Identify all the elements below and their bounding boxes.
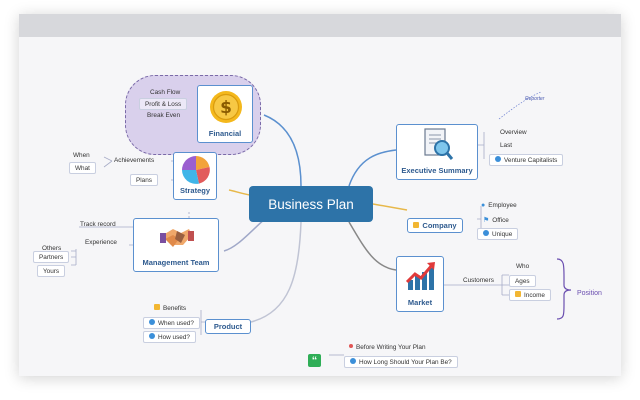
document-search-icon [424,128,454,160]
flag-icon: ⚑ [483,217,490,224]
info-icon [149,319,155,326]
topic-market-title: Market [407,298,433,307]
experience-child-yours[interactable]: Yours [37,265,66,277]
topic-market[interactable]: Market [396,256,444,312]
market-item-income[interactable]: Income [509,289,551,301]
priority-icon [349,344,353,349]
financial-item-break-even[interactable]: Break Even [147,112,181,119]
achievements-child-when[interactable]: When [73,152,90,159]
topic-product[interactable]: Product [205,319,251,334]
topic-financial[interactable]: $ Financial [197,85,253,143]
topic-financial-title: Financial [208,129,242,138]
note-item-how-long[interactable]: How Long Should Your Plan Be? [344,356,458,368]
product-item-when-used[interactable]: When used? [143,317,200,329]
info-icon [495,156,501,163]
app-window: $ Financial Cash Flow Profit & Loss Brea… [19,14,621,376]
topic-management-title: Management Team [142,258,210,267]
flag-icon [413,222,420,229]
topic-company[interactable]: Company [407,218,463,233]
topic-strategy-title: Strategy [179,186,210,195]
topic-executive-summary[interactable]: Executive Summary [396,124,478,180]
sticky-icon [515,291,521,298]
company-item-employee[interactable]: ●Employee [481,202,517,209]
market-item-customers[interactable]: Customers [463,277,494,284]
experience-child-partners[interactable]: Partners [33,251,70,263]
topic-product-title: Product [213,322,243,331]
handshake-icon [160,229,194,247]
mindmap-canvas[interactable]: $ Financial Cash Flow Profit & Loss Brea… [19,37,621,376]
trend-chart-icon [405,262,435,290]
financial-item-cash-flow[interactable]: Cash Flow [150,89,181,96]
strategy-item-achievements[interactable]: Achievements [114,157,155,164]
market-item-who[interactable]: Who [516,263,530,270]
pie-chart-icon [182,156,210,184]
svg-text:$: $ [220,98,232,118]
title-bar [19,14,621,37]
quote-icon[interactable]: “ [308,354,321,367]
info-icon [483,230,489,237]
financial-item-profit-loss[interactable]: Profit & Loss [139,98,188,110]
topic-strategy[interactable]: Strategy [173,152,217,200]
central-topic[interactable]: Business Plan [249,186,373,222]
topic-executive-title: Executive Summary [401,166,473,175]
executive-item-venture-capitalists[interactable]: Venture Capitalists [489,154,564,166]
market-item-ages[interactable]: Ages [509,275,536,287]
boundary-label-position[interactable]: Position [577,290,602,297]
executive-item-last[interactable]: Last [500,142,513,149]
company-item-unique[interactable]: Unique [477,228,519,240]
info-icon [350,358,356,365]
topic-management-team[interactable]: Management Team [133,218,219,272]
relationship-label[interactable]: Reporter [525,96,545,102]
product-item-how-used[interactable]: How used? [143,331,196,343]
coin-icon: $ [210,91,242,123]
info-icon [149,333,155,340]
company-item-office[interactable]: ⚑Office [483,217,509,224]
achievements-child-what[interactable]: What [69,162,96,174]
experience-child-others[interactable]: Others [42,245,62,252]
product-item-benefits[interactable]: Benefits [154,304,186,312]
person-icon: ● [481,202,486,209]
topic-company-title: Company [408,221,462,230]
management-item-track-record[interactable]: Track record [80,221,116,228]
executive-item-overview[interactable]: Overview [500,129,527,136]
note-item-before-writing[interactable]: Before Writing Your Plan [349,344,426,351]
sticky-icon [154,304,160,311]
strategy-item-plans[interactable]: Plans [130,174,158,186]
management-item-experience[interactable]: Experience [85,239,117,246]
